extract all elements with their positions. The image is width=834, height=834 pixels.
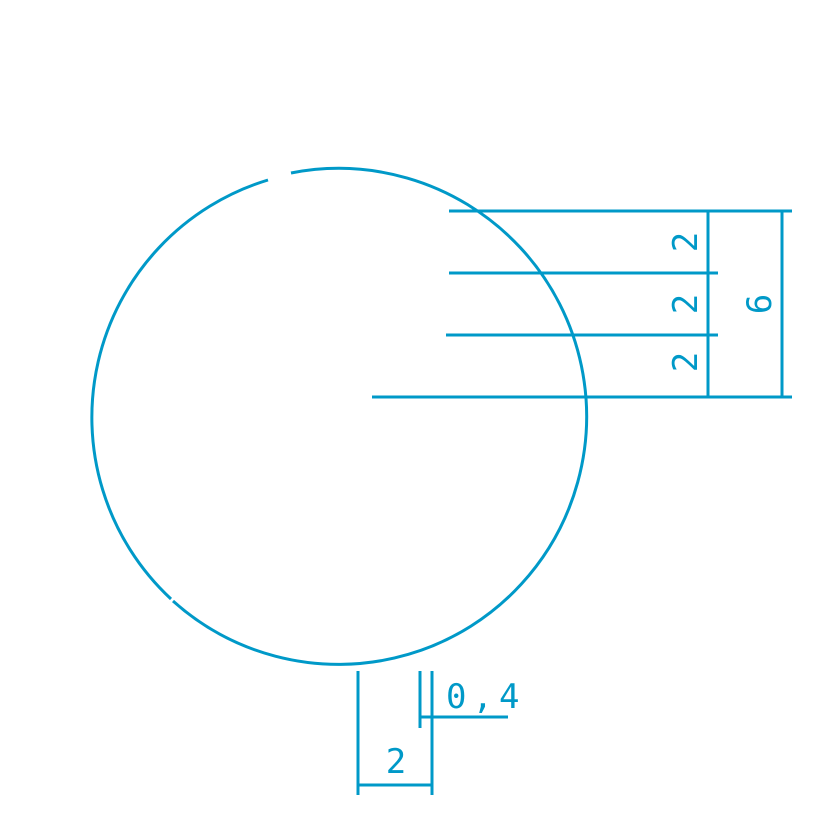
bottom-gap-dimension: 0,4 — [418, 671, 525, 728]
circle-arc-left — [90, 178, 269, 601]
dimension-label-segment-2: 2 — [666, 294, 706, 314]
right-dimension-lines — [706, 211, 784, 397]
circle-outline — [90, 166, 589, 666]
dimension-label-segment-3: 2 — [666, 352, 706, 372]
bottom-width-label: 2 — [386, 742, 406, 782]
right-extension-lines — [372, 209, 792, 399]
dimension-label-total: 6 — [740, 294, 780, 314]
dimension-label-segment-1: 2 — [666, 232, 706, 252]
right-dimension-labels: 2 2 2 6 — [666, 232, 780, 372]
bottom-width-dimension: 2 — [356, 671, 434, 795]
circle-arc-main — [172, 166, 589, 666]
bottom-gap-label: 0,4 — [446, 677, 525, 717]
